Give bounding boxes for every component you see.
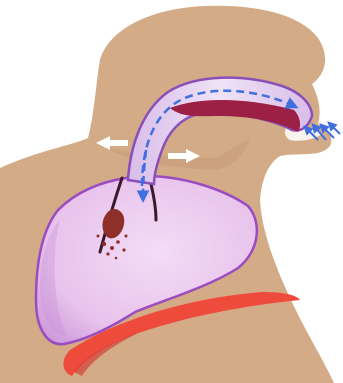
respiratory-diagram xyxy=(0,0,343,383)
